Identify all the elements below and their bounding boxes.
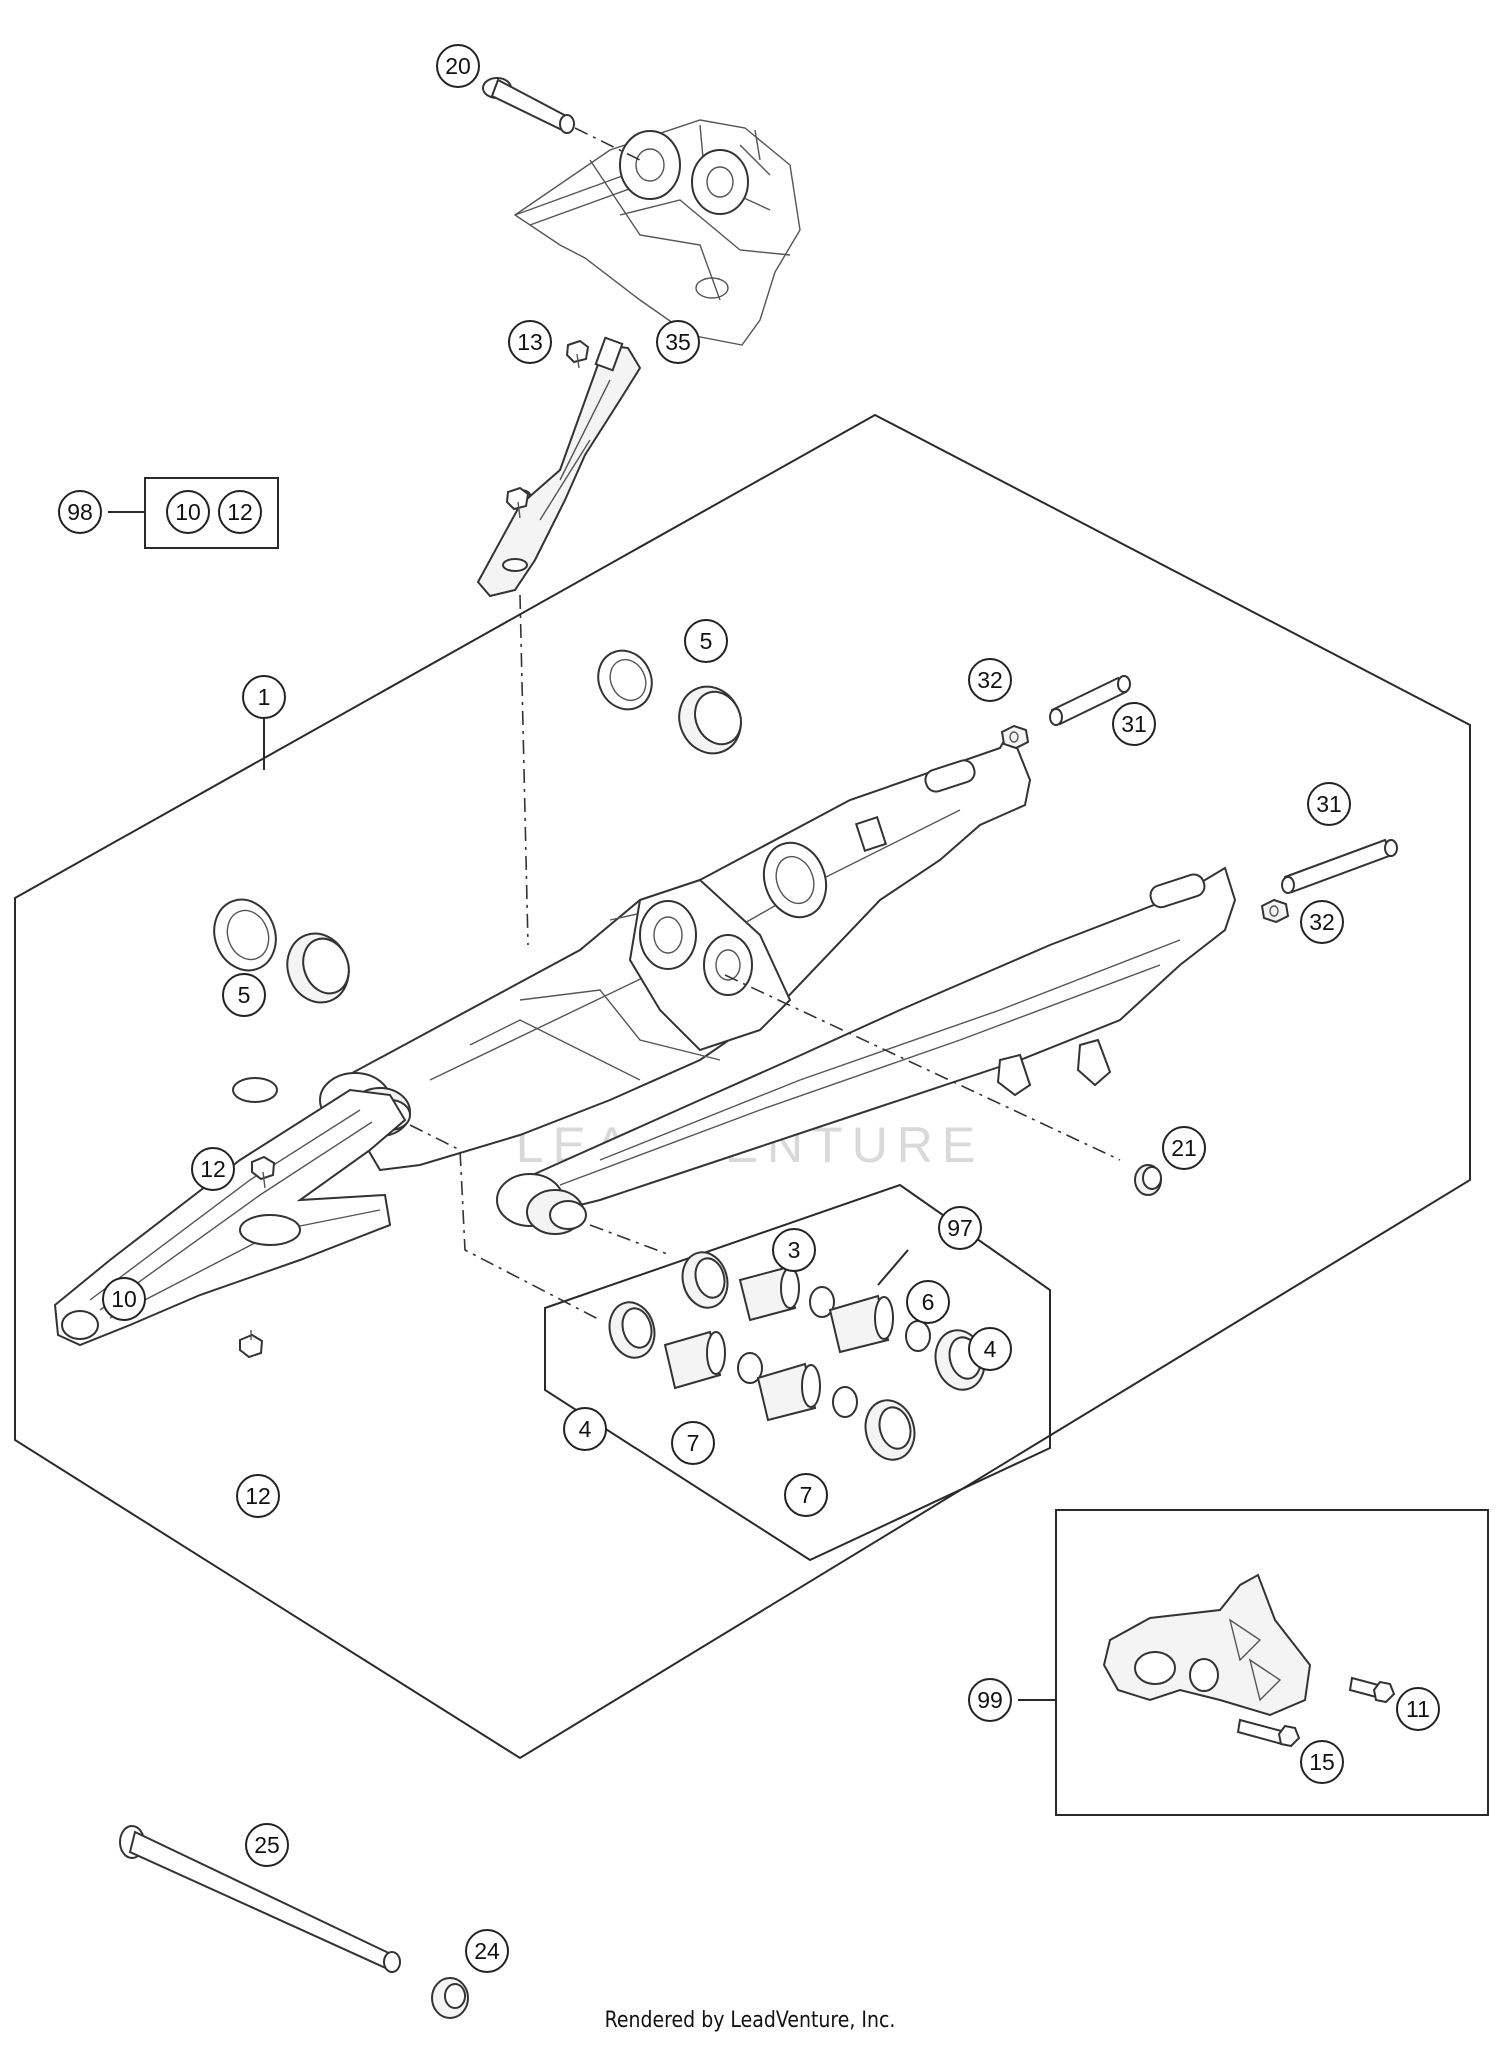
- svg-text:97: 97: [947, 1215, 973, 1241]
- chain-slider-10: [53, 1077, 407, 1347]
- dust-cover-5-left: [213, 898, 350, 1004]
- cap-21: [1134, 1164, 1162, 1196]
- svg-text:5: 5: [700, 628, 713, 654]
- svg-text:1: 1: [258, 684, 271, 710]
- svg-text:35: 35: [665, 329, 691, 355]
- svg-text:7: 7: [687, 1430, 700, 1456]
- callout-3: 3: [772, 1228, 816, 1272]
- svg-text:24: 24: [474, 1938, 500, 1964]
- svg-text:32: 32: [1309, 909, 1335, 935]
- svg-text:12: 12: [227, 499, 253, 525]
- callout-1: 1: [242, 675, 286, 719]
- axle-25: [119, 1825, 401, 1973]
- callout-12-top: 12: [191, 1147, 235, 1191]
- svg-text:98: 98: [67, 499, 93, 525]
- svg-text:6: 6: [922, 1289, 935, 1315]
- svg-text:10: 10: [175, 499, 201, 525]
- screws-12: [239, 1155, 276, 1359]
- callouts: 20 13 35 98 10 12 5 1 32 31 31 32 5 21 1…: [58, 44, 1440, 1973]
- callout-98-10: 10: [166, 490, 210, 534]
- svg-text:31: 31: [1121, 711, 1147, 737]
- pivot-bolt-20: [482, 77, 641, 161]
- callout-32-top: 32: [968, 658, 1012, 702]
- callout-10: 10: [102, 1277, 146, 1321]
- callout-4-left: 4: [563, 1407, 607, 1451]
- callout-5-left: 5: [222, 973, 266, 1017]
- bearing-kit-parts: [608, 1251, 986, 1461]
- callout-35: 35: [656, 320, 700, 364]
- callout-11: 11: [1396, 1687, 1440, 1731]
- callout-5-top: 5: [684, 619, 728, 663]
- callout-15: 15: [1300, 1740, 1344, 1784]
- dash-line-pivot-right: [589, 1224, 671, 1256]
- callout-7-a: 7: [671, 1421, 715, 1465]
- svg-text:31: 31: [1316, 791, 1342, 817]
- chain-adjuster-top: [1000, 675, 1131, 750]
- callout-99: 99: [968, 1678, 1012, 1722]
- svg-text:25: 25: [254, 1832, 280, 1858]
- callout-13: 13: [508, 320, 552, 364]
- svg-text:5: 5: [238, 982, 251, 1008]
- axle-nut-24: [431, 1977, 469, 2019]
- callout-20: 20: [436, 44, 480, 88]
- leader-lines: [108, 511, 1056, 1701]
- svg-text:7: 7: [800, 1482, 813, 1508]
- svg-text:4: 4: [984, 1336, 997, 1362]
- callout-6: 6: [906, 1280, 950, 1324]
- svg-text:99: 99: [977, 1687, 1003, 1713]
- callout-24: 24: [465, 1929, 509, 1973]
- chain-guide-99: [1102, 1573, 1396, 1748]
- callout-21: 21: [1162, 1126, 1206, 1170]
- callout-7-b: 7: [784, 1473, 828, 1517]
- callout-31-top: 31: [1112, 702, 1156, 746]
- svg-text:12: 12: [245, 1483, 271, 1509]
- callout-32-right: 32: [1300, 900, 1344, 944]
- svg-text:10: 10: [111, 1286, 137, 1312]
- frame-mount-drawing: [513, 119, 801, 346]
- svg-text:3: 3: [788, 1237, 801, 1263]
- callout-97: 97: [938, 1206, 982, 1250]
- svg-text:12: 12: [200, 1156, 226, 1182]
- callout-31-right: 31: [1307, 782, 1351, 826]
- callout-98: 98: [58, 490, 102, 534]
- callout-12-bottom: 12: [236, 1474, 280, 1518]
- group-outline-1: [14, 413, 1471, 1760]
- callout-98-12: 12: [218, 490, 262, 534]
- dash-line-pivot-left: [409, 1124, 601, 1321]
- svg-text:11: 11: [1406, 1696, 1430, 1722]
- svg-text:13: 13: [517, 329, 543, 355]
- dust-cover-5-top: [597, 649, 742, 755]
- svg-text:4: 4: [579, 1416, 592, 1442]
- group-box-99: [1055, 1509, 1489, 1816]
- dash-line-35: [519, 594, 529, 946]
- svg-text:20: 20: [445, 53, 471, 79]
- svg-text:21: 21: [1171, 1135, 1197, 1161]
- render-credit: Rendered by LeadVenture, Inc.: [604, 2008, 896, 2033]
- chain-adjuster-right: [1260, 838, 1398, 924]
- chain-slider-bracket-35: [476, 336, 642, 598]
- callout-25: 25: [245, 1823, 289, 1867]
- group-outline-97: [544, 1183, 1051, 1562]
- svg-text:32: 32: [977, 667, 1003, 693]
- svg-text:15: 15: [1309, 1749, 1335, 1775]
- screws-13: [505, 339, 590, 519]
- callout-4-right: 4: [968, 1327, 1012, 1371]
